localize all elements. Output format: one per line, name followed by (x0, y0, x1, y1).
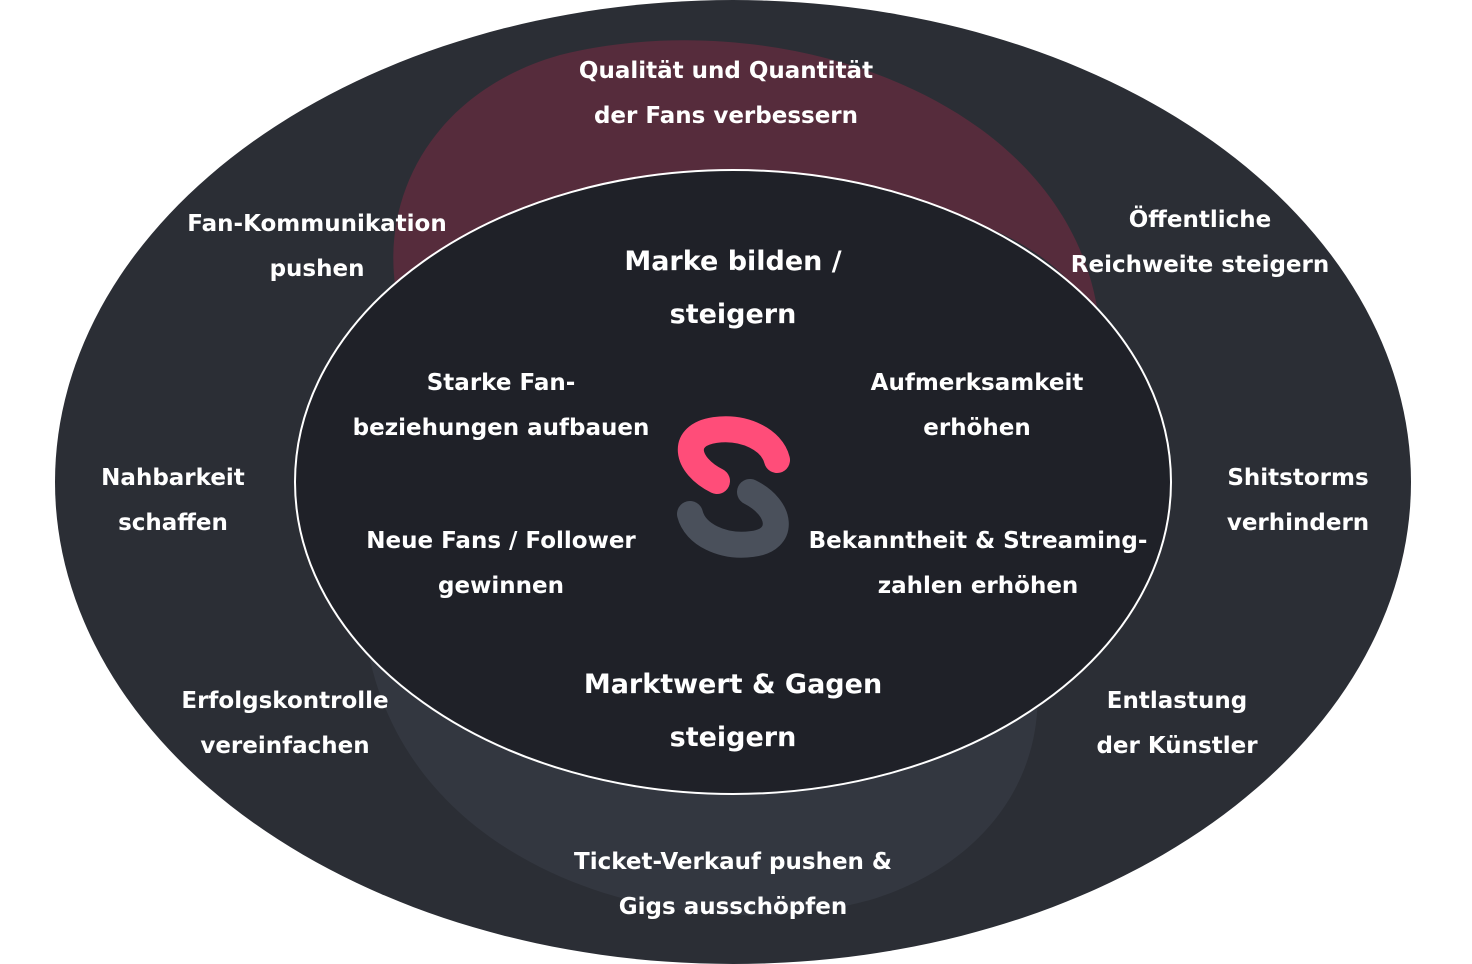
main-goal-top: Marke bilden / steigern (624, 248, 841, 328)
outer-label-top-line2: der Fans verbessern (593, 103, 859, 129)
outer-label-top: Qualität und Quantität der Fans verbesse… (579, 60, 873, 128)
inner-goal-upper-right-line2: erhöhen (923, 415, 1031, 441)
outer-label-lower-left-line1: Erfolgskontrolle (181, 688, 389, 714)
outer-label-upper-right-line1: Öffentliche (1128, 207, 1272, 233)
outer-label-upper-right: Öffentliche Reichweite steigern (1071, 209, 1329, 277)
inner-goal-upper-left-line1: Starke Fan- (426, 370, 576, 396)
inner-goal-lower-right-line2: zahlen erhöhen (877, 573, 1079, 599)
outer-label-bottom: Ticket-Verkauf pushen & Gigs ausschöpfen (574, 851, 892, 919)
inner-goal-upper-right-line1: Aufmerksamkeit (870, 370, 1084, 396)
outer-label-lower-left: Erfolgskontrolle vereinfachen (181, 690, 388, 758)
outer-label-upper-left-line1: Fan-Kommunikation (187, 211, 447, 237)
inner-goal-lower-left-line2: gewinnen (438, 573, 564, 599)
main-goal-top-line1: Marke bilden / (624, 246, 842, 277)
outer-label-lower-right: Entlastung der Künstler (1096, 690, 1257, 758)
outer-label-right-line2: verhindern (1226, 510, 1370, 536)
outer-label-left: Nahbarkeit schaffen (101, 467, 245, 535)
outer-label-upper-left: Fan-Kommunikation pushen (187, 213, 446, 281)
main-goal-bottom: Marktwert & Gagen steigern (584, 671, 882, 751)
inner-ring (294, 169, 1172, 795)
inner-goal-lower-left: Neue Fans / Follower gewinnen (366, 530, 636, 598)
outer-label-bottom-line2: Gigs ausschöpfen (618, 894, 848, 920)
outer-label-left-line2: schaffen (118, 510, 228, 536)
grey-swirl-band (370, 470, 1038, 916)
outer-label-upper-left-line2: pushen (269, 256, 365, 282)
outer-label-lower-right-line2: der Künstler (1096, 733, 1258, 759)
inner-goal-lower-right-line1: Bekanntheit & Streaming- (808, 528, 1148, 554)
main-goal-top-line2: steigern (669, 299, 797, 330)
main-goal-bottom-line1: Marktwert & Gagen (583, 669, 883, 700)
inner-goal-upper-left: Starke Fan- beziehungen aufbauen (353, 372, 650, 440)
outer-label-left-line1: Nahbarkeit (101, 465, 245, 491)
inner-goal-upper-right: Aufmerksamkeit erhöhen (871, 372, 1084, 440)
outer-label-upper-right-line2: Reichweite steigern (1070, 252, 1330, 278)
outer-label-right: Shitstorms verhindern (1227, 467, 1369, 535)
outer-label-bottom-line1: Ticket-Verkauf pushen & (574, 849, 892, 875)
inner-goal-lower-right: Bekanntheit & Streaming- zahlen erhöhen (809, 530, 1148, 598)
s-logo-icon (677, 416, 790, 558)
inner-goal-upper-left-line2: beziehungen aufbauen (352, 415, 650, 441)
outer-label-top-line1: Qualität und Quantität (578, 58, 874, 84)
main-goal-bottom-line2: steigern (669, 722, 797, 753)
inner-goal-lower-left-line1: Neue Fans / Follower (366, 528, 636, 554)
outer-label-lower-right-line1: Entlastung (1106, 688, 1248, 714)
outer-label-lower-left-line2: vereinfachen (200, 733, 370, 759)
outer-label-right-line1: Shitstorms (1227, 465, 1369, 491)
red-swirl-band (393, 40, 1101, 500)
